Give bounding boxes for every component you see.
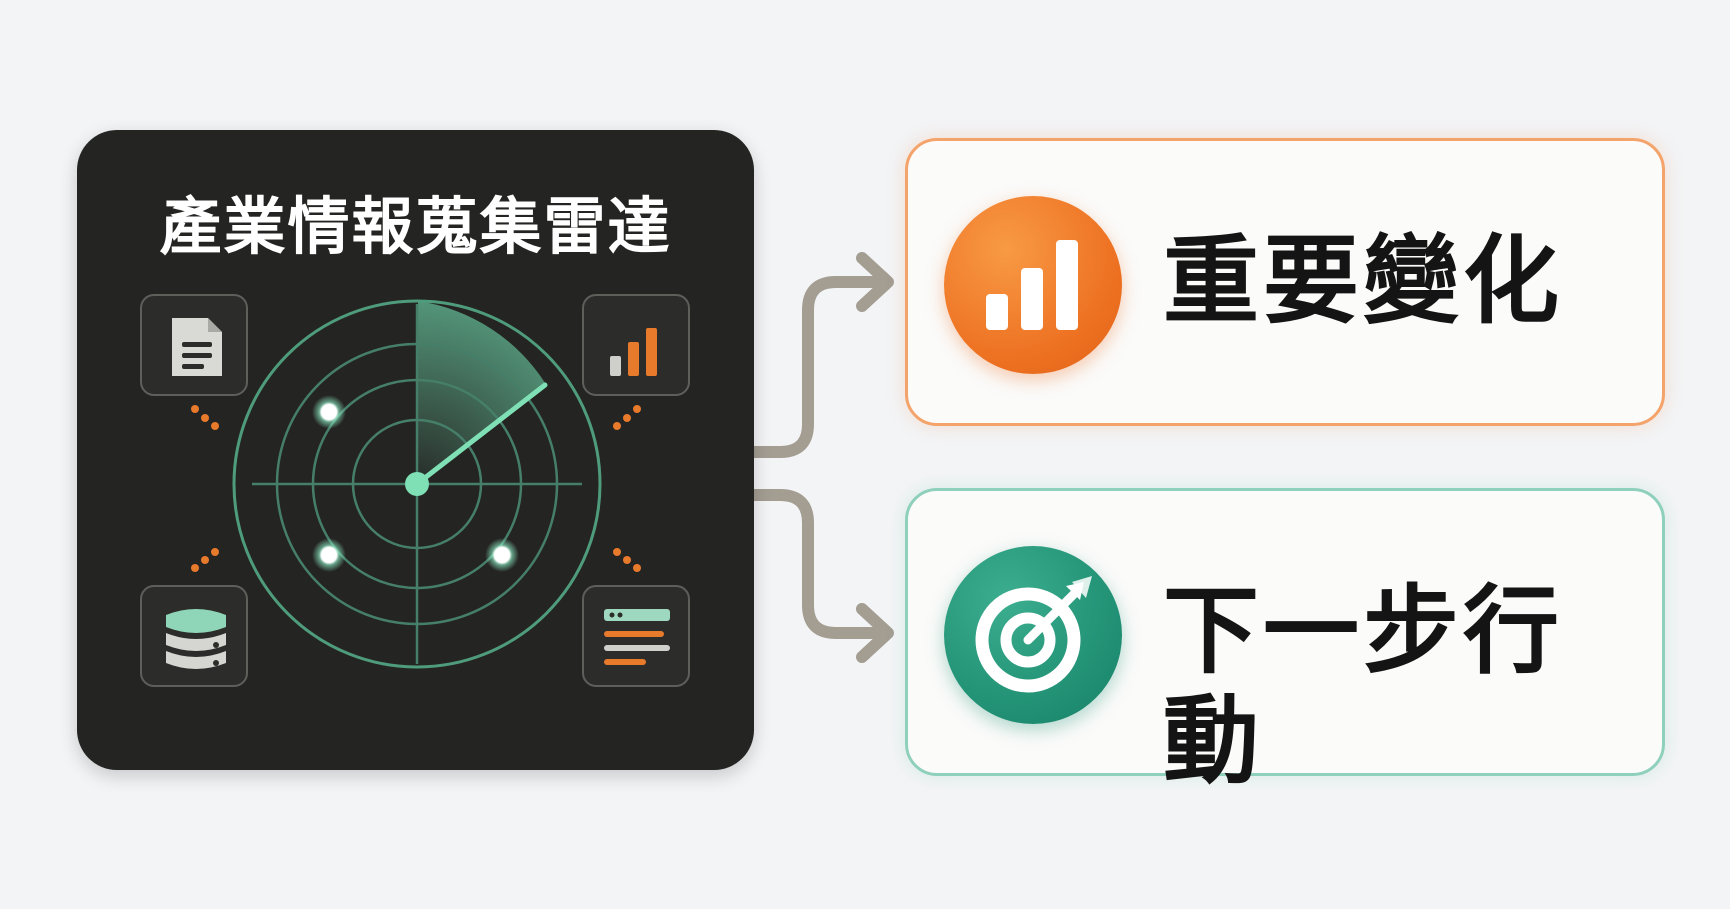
arrow-to-change xyxy=(748,276,891,458)
radar-sweep-line xyxy=(414,382,548,487)
important-changes-label: 重要變化 xyxy=(1163,225,1563,337)
radar-sweep xyxy=(417,301,547,484)
list-icon xyxy=(604,609,670,665)
bar-chart-icon xyxy=(986,240,1078,330)
arrowhead-change xyxy=(856,252,894,312)
radar-ring-outer xyxy=(232,299,602,669)
radar-graphic xyxy=(191,299,641,669)
radar-blip xyxy=(312,538,346,572)
arrow-to-action xyxy=(748,489,891,639)
dotted-connectors xyxy=(191,405,641,572)
target-icon xyxy=(975,576,1092,693)
radar-blip xyxy=(312,395,346,429)
next-action-card: 下一步行動 xyxy=(905,488,1665,796)
bar-chart-icon xyxy=(610,328,657,376)
bar-chart-tile xyxy=(582,294,690,396)
document-tile xyxy=(140,294,248,396)
important-changes-card: 重要變化 xyxy=(905,138,1665,426)
database-tile xyxy=(140,585,248,687)
radar-panel: 產業情報蒐集雷達 xyxy=(77,130,754,770)
radar-center xyxy=(405,472,429,496)
radar-blip xyxy=(485,538,519,572)
action-icon-badge xyxy=(944,546,1122,724)
document-icon xyxy=(172,318,222,376)
next-action-label: 下一步行動 xyxy=(1163,575,1563,797)
arrowhead-action xyxy=(856,603,894,663)
radar-title: 產業情報蒐集雷達 xyxy=(159,190,672,263)
changes-icon-badge xyxy=(944,196,1122,374)
list-tile xyxy=(582,585,690,687)
database-icon xyxy=(166,609,226,669)
